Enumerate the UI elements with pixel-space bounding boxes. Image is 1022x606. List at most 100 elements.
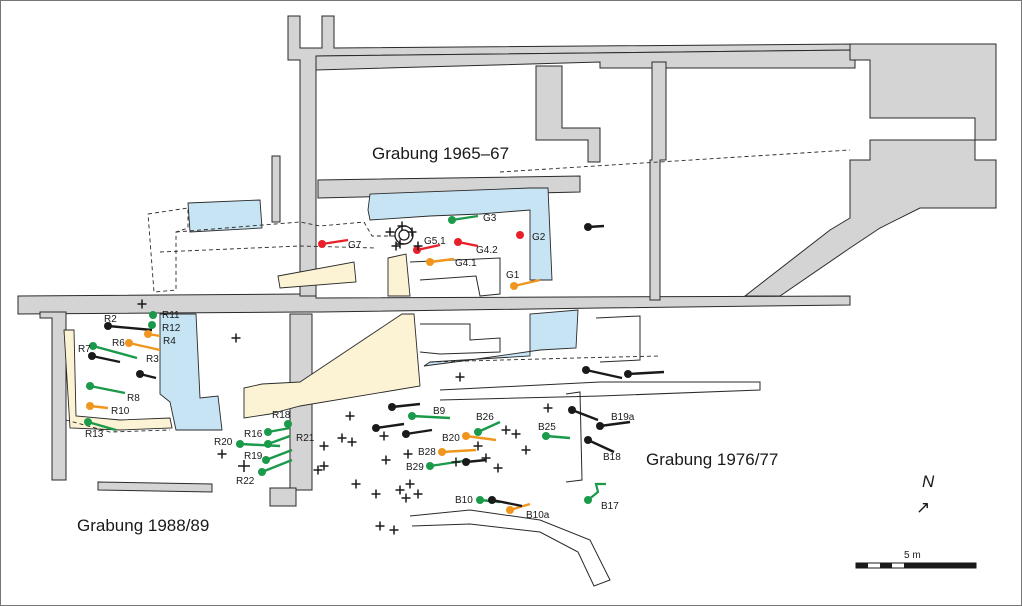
grave-cross-icon [455, 372, 465, 382]
marker-unlabeled-6-line [585, 368, 623, 380]
south-strip [97, 481, 213, 493]
marker-r21-label: R21 [296, 433, 315, 444]
marker-b17-line [587, 482, 606, 501]
marker-b29-dot [426, 462, 434, 470]
marker-unlabeled-10-dot [488, 496, 496, 504]
grave-cross-icon [238, 460, 250, 472]
marker-r13-dot [84, 418, 92, 426]
marker-r22-dot [258, 468, 266, 476]
marker-unlabeled-5-dot [136, 370, 144, 378]
grave-cross-icon [473, 441, 483, 451]
water-south-east [423, 309, 579, 367]
south-stub [269, 487, 297, 507]
scale-bar: 5 m [855, 550, 977, 569]
trench-outline-east-2 [439, 381, 761, 401]
marker-b17-dot [584, 496, 592, 504]
trench-outline-south [409, 509, 611, 587]
dashed-boundary-1 [147, 207, 189, 293]
marker-unlabeled-9-dot [462, 458, 470, 466]
marker-r12-dot [148, 321, 156, 329]
marker-b18-dot [584, 436, 592, 444]
marker-r19-label: R19 [244, 451, 263, 462]
grave-cross-icon [403, 449, 413, 459]
marker-unlabeled-3-line [375, 422, 405, 430]
marker-b25-dot [542, 432, 550, 440]
sand-n-strip [277, 261, 357, 289]
north-letter: N [922, 472, 935, 491]
north-arrow: N ↗ [916, 472, 935, 517]
east-vertical-wall [649, 61, 667, 301]
dashed-boundary-6 [65, 419, 171, 433]
marker-r3-line [91, 354, 121, 364]
grave-cross-icon [137, 299, 147, 309]
sand-centre-pillar [387, 253, 411, 297]
dashed-boundary-3 [499, 149, 851, 173]
marker-g4-2-label: G4.2 [476, 245, 498, 256]
grave-cross-icon [351, 479, 361, 489]
marker-r11-dot [149, 311, 157, 319]
marker-b26-label: B26 [476, 412, 494, 423]
grave-cross-icon [511, 429, 521, 439]
marker-g4-2-dot [454, 238, 462, 246]
water-west-box [187, 199, 263, 233]
inner-outline-2 [409, 257, 501, 297]
inner-outline-3 [595, 315, 641, 363]
marker-r13-label: R13 [85, 429, 104, 440]
marker-g2-label: G2 [532, 232, 546, 243]
water-north-strip [367, 187, 553, 281]
marker-b28-label: B28 [418, 447, 436, 458]
marker-g3-line [451, 214, 479, 222]
grave-cross-icon [481, 453, 491, 463]
marker-r4-dot [144, 330, 152, 338]
grave-cross-icon [375, 521, 385, 531]
grave-cross-icon [401, 493, 411, 503]
marker-r8-label: R8 [127, 393, 140, 404]
grave-cross-icon [379, 431, 389, 441]
marker-g2-dot [516, 231, 524, 239]
grave-cross-icon [413, 241, 423, 251]
marker-r3-label: R3 [146, 354, 159, 365]
title-grabung-1976: Grabung 1976/77 [646, 450, 778, 469]
marker-r2-line [107, 324, 153, 332]
marker-unlabeled-6-dot [582, 366, 590, 374]
marker-r11-label: R11 [162, 310, 180, 321]
marker-b20-label: B20 [442, 433, 460, 444]
marker-r7-dot [89, 342, 97, 350]
marker-b10a-dot [506, 506, 514, 514]
marker-r2-label: R2 [104, 314, 117, 325]
marker-unlabeled-3-dot [372, 424, 380, 432]
marker-unlabeled-4-line [405, 428, 433, 436]
marker-b18-label: B18 [603, 452, 621, 463]
marker-r3-dot [88, 352, 96, 360]
west-north-stub [271, 155, 281, 223]
grave-cross-icon [493, 463, 503, 473]
grave-cross-icon [501, 425, 511, 435]
marker-r8-dot [86, 382, 94, 390]
marker-b19a-label: B19a [611, 412, 635, 423]
marker-b26-line [477, 420, 501, 434]
scale-label: 5 m [904, 550, 921, 561]
marker-r10-label: R10 [111, 406, 130, 417]
grave-cross-icon [391, 241, 401, 251]
marker-unlabeled-7-line [627, 370, 665, 376]
marker-r20-line [239, 442, 281, 448]
marker-b17-label: B17 [601, 501, 619, 512]
marker-r18-label: R18 [272, 410, 291, 421]
marker-r7-label: R7 [78, 344, 91, 355]
marker-g4-1-label: G4.1 [455, 258, 477, 269]
marker-g4-1-line [429, 257, 455, 264]
marker-unlabeled-2-dot [388, 403, 396, 411]
grave-cross-icon [389, 525, 399, 535]
marker-b10a-label: B10a [526, 510, 550, 521]
inner-outline-1 [419, 323, 501, 355]
marker-g3-dot [448, 216, 456, 224]
grave-cross-icon [313, 465, 323, 475]
title-grabung-1965: Grabung 1965–67 [372, 144, 509, 163]
grave-cross-icon [521, 445, 531, 455]
inner-block [535, 65, 601, 163]
grave-cross-icon [337, 433, 347, 443]
marker-r10-dot [86, 402, 94, 410]
marker-unlabeled-2-line [391, 402, 421, 409]
marker-b10-label: B10 [455, 495, 473, 506]
walls-layer [17, 15, 997, 507]
